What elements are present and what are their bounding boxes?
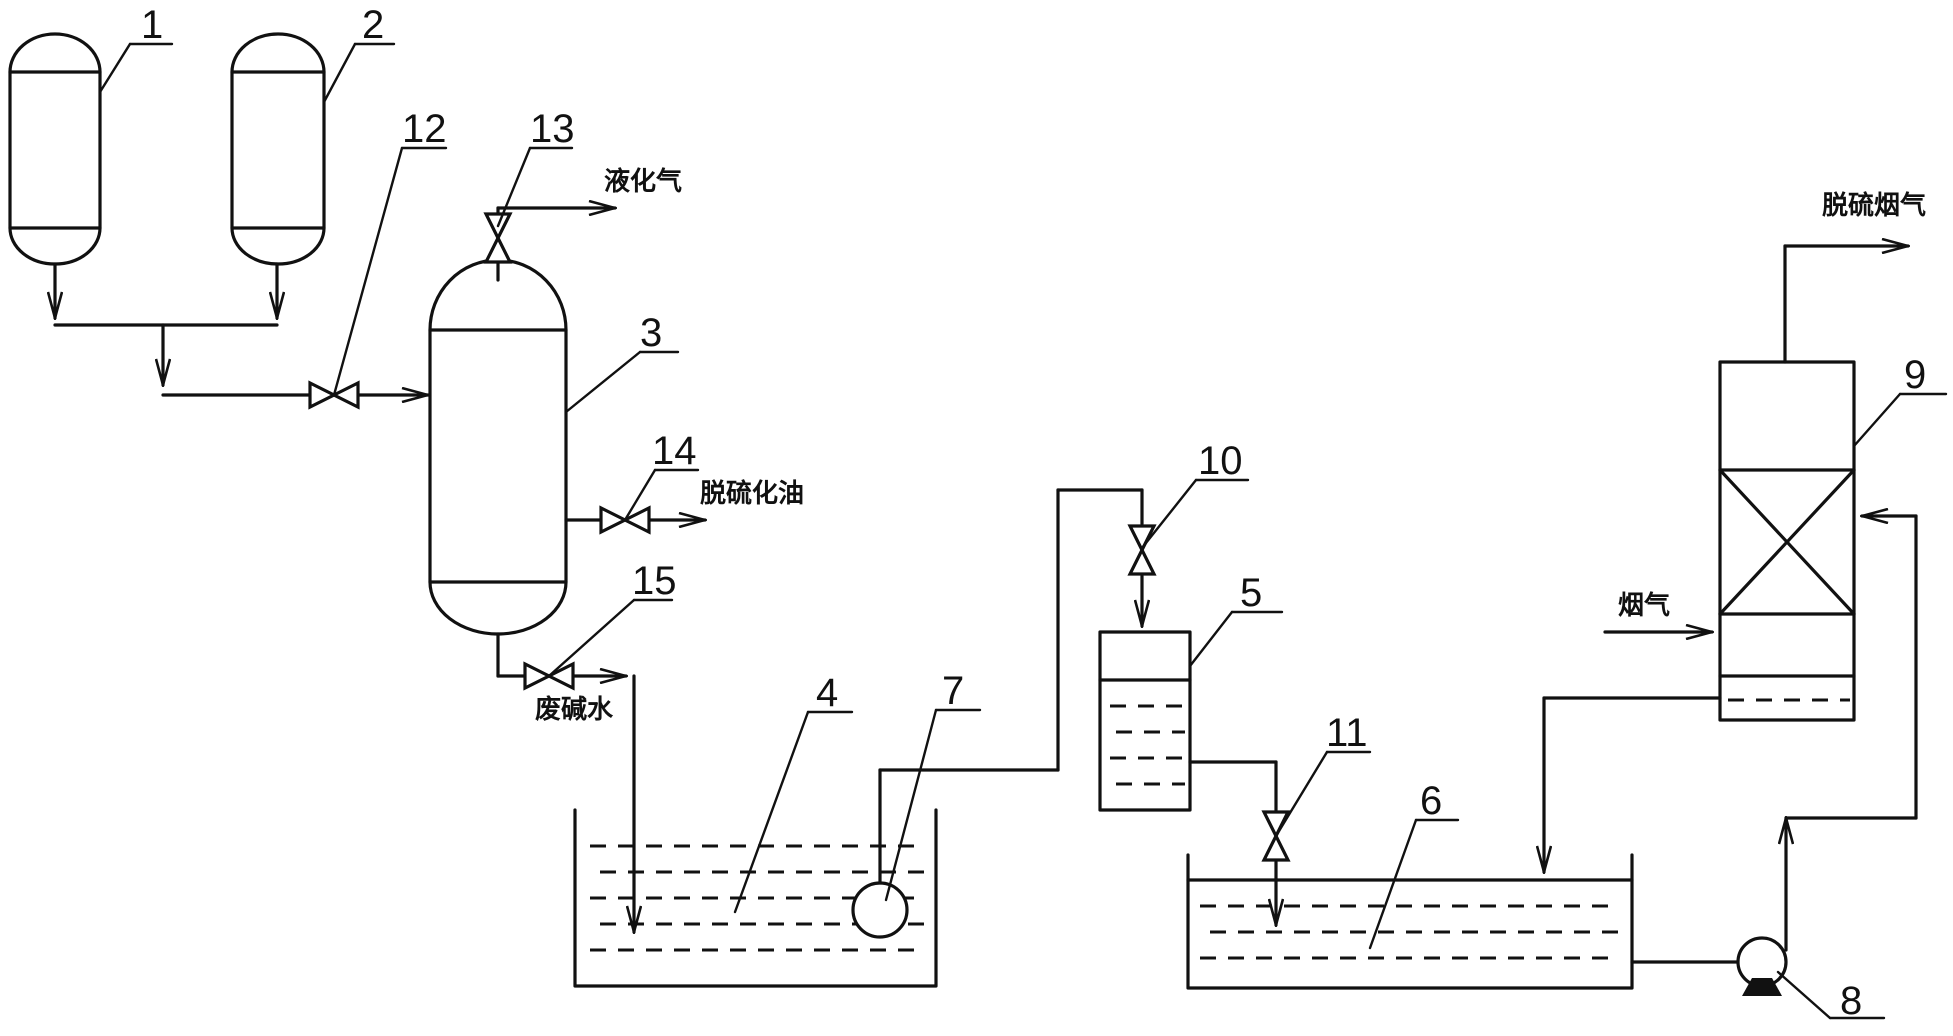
number-6: 6 [1420,779,1442,823]
number-10: 10 [1198,439,1243,483]
number-13: 13 [530,107,575,151]
number-15: 15 [632,559,677,603]
basin-4 [573,808,938,988]
label-side-oil: 脱硫化油 [700,478,804,509]
valve-13 [483,212,513,264]
feed-pipes [55,262,428,395]
number-1: 1 [141,3,163,47]
pump-8 [1630,516,1918,996]
tower-9 [1544,246,1908,872]
top-outlet [496,208,615,282]
label-bottom-water: 废碱水 [535,694,614,725]
label-clean-gas: 脱硫烟气 [1822,190,1926,221]
number-7: 7 [942,669,964,713]
label-top-gas: 液化气 [604,166,682,197]
pump-7 [851,488,1142,939]
stream-labels: 液化气 脱硫化油 废碱水 烟气 脱硫烟气 [535,166,1926,725]
valve-15 [523,661,575,691]
line-5-to-6 [1188,760,1276,925]
number-14: 14 [652,429,697,473]
number-5: 5 [1240,571,1262,615]
number-2: 2 [362,3,384,47]
number-11: 11 [1326,711,1368,755]
number-9: 9 [1904,353,1926,397]
number-12: 12 [402,107,447,151]
number-8: 8 [1840,979,1862,1023]
valve-14 [599,505,651,535]
bottom-outlet [496,632,634,932]
number-3: 3 [640,311,662,355]
valve-12 [308,380,360,410]
number-4: 4 [816,671,838,715]
valve-10 [1127,524,1157,576]
tank-1 [8,32,102,266]
basin-6 [1186,853,1634,990]
equipment-numbers: 1 2 3 4 5 6 7 8 9 10 11 12 13 14 15 [141,3,1926,1023]
valve-11 [1261,810,1291,862]
tank-2 [230,32,326,266]
leader-lines [98,42,1948,1020]
label-flue-gas: 烟气 [1618,590,1670,621]
tank-5 [1098,630,1192,812]
vessel-3 [428,258,568,636]
